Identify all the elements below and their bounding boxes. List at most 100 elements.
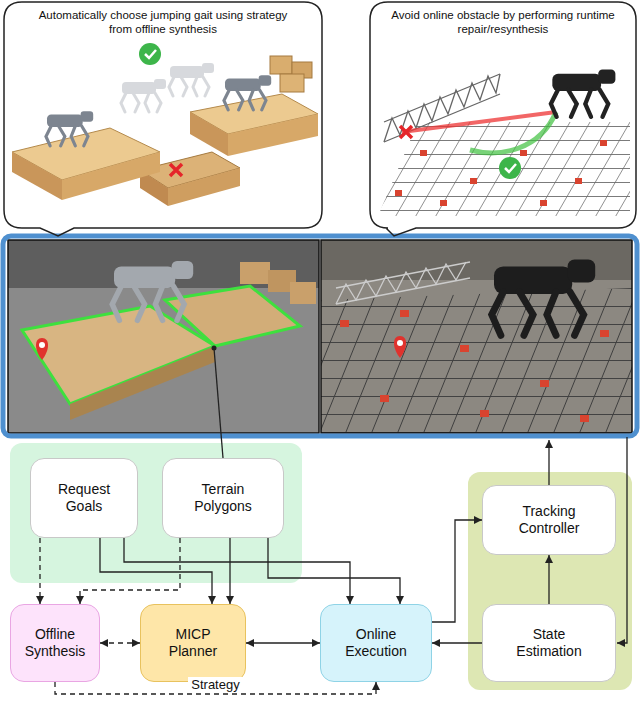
jump-illustration <box>12 152 62 200</box>
grid-stand <box>580 415 589 422</box>
fence <box>384 74 500 142</box>
leader-line <box>617 437 627 643</box>
box-label: Offline Synthesis <box>19 626 91 660</box>
grid-stand <box>575 178 582 184</box>
jump-illustration <box>121 79 166 112</box>
leader-line <box>214 348 223 458</box>
speech-bubble: Avoid online obstacle by performing runt… <box>370 2 636 228</box>
leader-line <box>548 440 549 485</box>
photo-left <box>8 240 319 433</box>
bubble-outline <box>370 2 636 228</box>
connector <box>268 538 400 604</box>
jump-illustration <box>280 74 304 92</box>
box-label: State Estimation <box>507 626 591 660</box>
robot-panel <box>468 472 632 690</box>
connector <box>124 538 350 604</box>
jump-illustration <box>62 152 160 200</box>
grid-stand <box>460 345 469 352</box>
grid-stand <box>470 178 477 184</box>
jump-illustration <box>46 111 93 146</box>
box-label: Terrain Polygons <box>183 481 263 515</box>
photo-right <box>394 336 406 358</box>
jump-illustration <box>224 75 271 110</box>
jump-illustration <box>228 114 318 156</box>
photo-frame <box>3 236 637 436</box>
check-mark <box>499 157 521 179</box>
grid-stand <box>380 395 389 402</box>
cross-mark <box>400 126 412 138</box>
fence <box>384 74 500 142</box>
process-box: State Estimation <box>482 604 616 682</box>
grid-stand <box>540 380 549 387</box>
grid-stand <box>400 310 409 317</box>
connector <box>100 642 140 643</box>
connector <box>432 520 482 622</box>
fence <box>384 74 500 142</box>
connector <box>246 642 320 643</box>
photo-left <box>8 240 319 433</box>
box-label: Online Execution <box>337 626 415 660</box>
jump-illustration <box>270 56 292 74</box>
grid-stand <box>395 190 402 196</box>
grid-stand <box>540 200 547 206</box>
edge-label: Strategy <box>188 677 242 692</box>
process-box: Offline Synthesis <box>10 604 100 682</box>
check-mark <box>505 164 516 172</box>
photo-right <box>321 240 632 433</box>
bubble-outline <box>4 2 322 228</box>
cross-mark <box>170 164 182 176</box>
check-mark <box>145 50 156 58</box>
bubble-caption: Automatically choose jumping gait using … <box>38 8 288 36</box>
jump-illustration <box>12 43 318 206</box>
connector <box>548 555 549 604</box>
process-box: Terrain Polygons <box>162 458 284 538</box>
photo-left <box>36 338 48 360</box>
photo-left <box>70 346 215 420</box>
bubble-outline <box>370 2 636 236</box>
photo-left <box>112 261 193 320</box>
connector <box>39 538 40 604</box>
bubble-outline <box>4 2 322 236</box>
connector <box>80 538 180 604</box>
check-mark <box>139 43 161 65</box>
speech-bubble: Automatically choose jumping gait using … <box>4 2 322 228</box>
fence <box>336 262 470 304</box>
grid-stand <box>340 310 609 422</box>
jump-illustration <box>190 112 228 156</box>
cross-mark <box>400 126 412 138</box>
obstacle-illustration <box>378 70 630 217</box>
process-box: Request Goals <box>30 458 138 538</box>
box-label: Tracking Controller <box>507 503 591 537</box>
connector <box>432 642 482 643</box>
jump-illustration <box>169 63 214 96</box>
box-label: MICP Planner <box>162 626 224 660</box>
fence <box>336 262 466 304</box>
grid-stand <box>600 330 609 337</box>
connector <box>229 538 230 604</box>
check-mark <box>499 157 521 179</box>
photo-left <box>8 240 319 433</box>
connector <box>100 538 212 604</box>
obstacle-illustration <box>551 70 616 117</box>
grid-stand <box>340 320 349 327</box>
bubble-caption: Avoid online obstacle by performing runt… <box>388 8 618 36</box>
box-label: Request Goals <box>49 481 119 515</box>
grid-stand <box>420 150 427 156</box>
grid-stand <box>600 140 607 146</box>
photo-right <box>321 288 632 433</box>
obstacle-illustration <box>378 122 630 216</box>
photo-left <box>290 282 316 304</box>
fence <box>336 262 470 304</box>
process-box: Online Execution <box>320 604 432 682</box>
grid-stand <box>480 410 489 417</box>
process-box: Tracking Controller <box>482 485 616 555</box>
grid-stand <box>440 200 447 206</box>
photo-right <box>321 240 632 433</box>
cross-mark <box>170 164 182 176</box>
grid-stand <box>520 150 527 156</box>
obstacle-illustration <box>470 112 556 153</box>
process-box: MICP Planner <box>140 604 246 682</box>
